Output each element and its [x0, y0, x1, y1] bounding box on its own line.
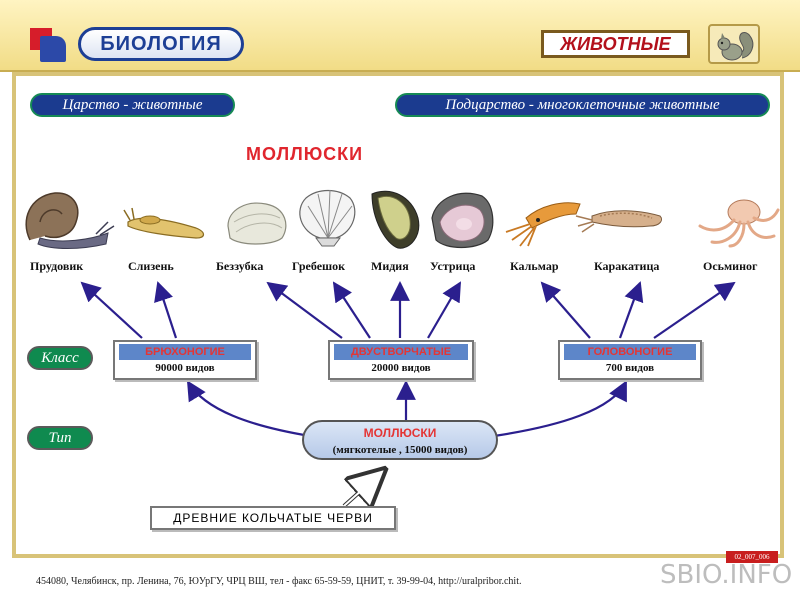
animal-label-squid: Кальмар — [510, 259, 559, 273]
scallop-icon — [299, 189, 356, 247]
animal-label-oyster: Устрица — [430, 259, 476, 273]
class-species-count: 90000 видов — [155, 362, 215, 374]
watermark: SBIO.INFO — [660, 560, 793, 590]
oyster-icon — [431, 192, 494, 249]
animal-label-mussel: Мидия — [371, 259, 409, 273]
animal-label-scallop: Гребешок — [292, 259, 346, 273]
class-box-cephalopods: ГОЛОВОНОГИЕ 700 видов — [558, 340, 702, 380]
class-tag: Класс — [27, 346, 93, 370]
class-species-count: 700 видов — [605, 362, 655, 374]
app-title: БИОЛОГИЯ — [78, 27, 244, 61]
octopus-icon — [698, 199, 780, 248]
diagram-frame — [12, 72, 784, 558]
phylum-box-mollusca: МОЛЛЮСКИ (мягкотелые , 15000 видов) — [302, 420, 498, 460]
ancestor-box: ДРЕВНИЕ КОЛЬЧАТЫЕ ЧЕРВИ — [150, 506, 396, 530]
section-button-animals[interactable]: ЖИВОТНЫЕ — [541, 30, 690, 58]
cuttlefish-icon — [575, 210, 663, 233]
class-box-bivalves: ДВУСТВОРЧАТЫЕ 20000 видов — [328, 340, 474, 380]
slug-icon — [123, 207, 205, 239]
slide-code-stamp: 02_007_006 — [726, 551, 778, 563]
class-title: ДВУСТВОРЧАТЫЕ — [334, 344, 468, 360]
subkingdom-tag: Подцарство - многоклеточные животные — [395, 93, 770, 117]
connector-arrows — [80, 281, 736, 506]
footer-address: 454080, Челябинск, пр. Ленина, 76, ЮУрГУ… — [36, 576, 522, 587]
kingdom-tag: Царство - животные — [30, 93, 235, 117]
class-box-gastropods: БРЮХОНОГИЕ 90000 видов — [113, 340, 257, 380]
animal-label-freshwater-mussel: Беззубка — [216, 259, 264, 273]
animal-label-cuttlefish: Каракатица — [594, 259, 660, 273]
class-title: БРЮХОНОГИЕ — [119, 344, 251, 360]
pond-snail-icon — [25, 192, 115, 249]
freshwater-mussel-icon — [227, 202, 287, 245]
animal-label-slug: Слизень — [128, 259, 174, 273]
phylum-subtitle: (мягкотелые , 15000 видов) — [332, 444, 468, 456]
mussel-icon — [371, 190, 420, 249]
phylum-title: МОЛЛЮСКИ — [363, 426, 437, 440]
diagram-heading: МОЛЛЮСКИ — [246, 144, 364, 164]
publisher-logo-icon — [30, 20, 70, 64]
animal-label-pond-snail: Прудовик — [30, 259, 84, 273]
class-species-count: 20000 видов — [371, 362, 431, 374]
type-tag: Тип — [27, 426, 93, 450]
animal-label-octopus: Осьминог — [703, 259, 758, 273]
class-title: ГОЛОВОНОГИЕ — [564, 344, 696, 360]
squirrel-icon[interactable] — [708, 24, 760, 64]
squid-icon — [505, 202, 581, 247]
